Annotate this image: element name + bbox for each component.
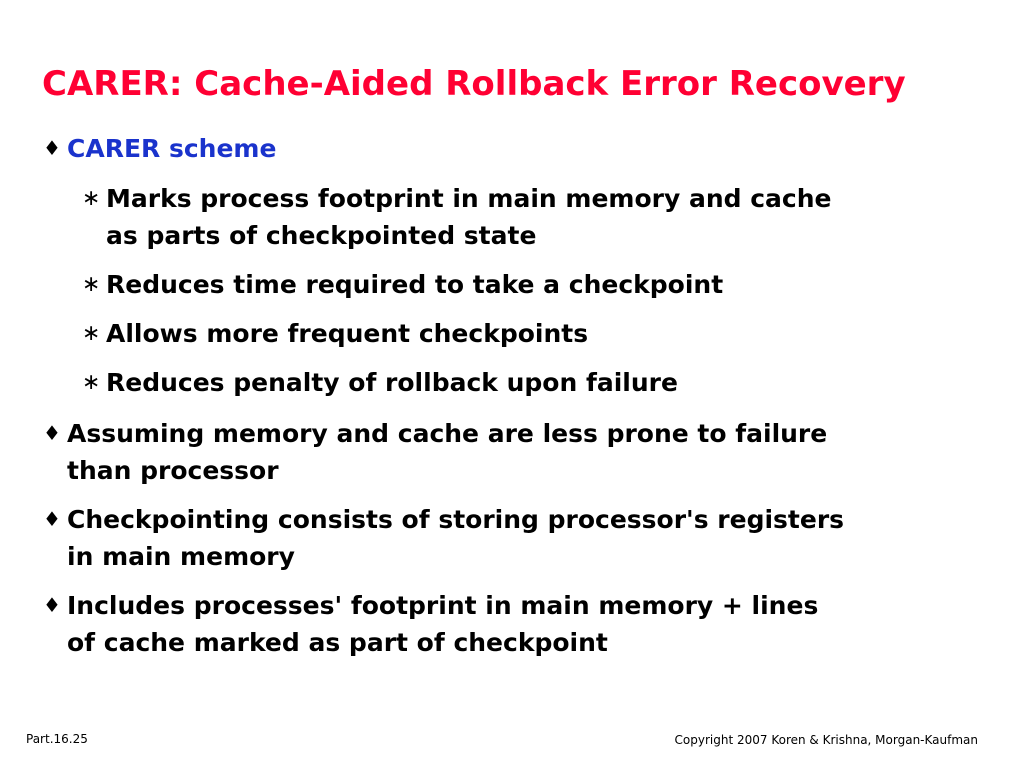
subbullet-text: Reduces penalty of rollback upon failure [106, 368, 678, 397]
subbullet-reduces-penalty: ∗ Reduces penalty of rollback upon failu… [82, 364, 678, 401]
asterisk-bullet-icon: ∗ [82, 321, 101, 346]
bullet-text-line-1: Assuming memory and cache are less prone… [67, 419, 828, 448]
bullet-text-line-1: Checkpointing consists of storing proces… [67, 505, 845, 534]
slide-title: CARER: Cache-Aided Rollback Error Recove… [42, 64, 906, 104]
bullet-carer-scheme: ♦ CARER scheme [43, 130, 277, 167]
bullet-assuming-memory: ♦ Assuming memory and cache are less pro… [43, 415, 828, 489]
subbullet-marks-footprint: ∗ Marks process footprint in main memory… [82, 180, 832, 254]
asterisk-bullet-icon: ∗ [82, 186, 101, 211]
diamond-bullet-icon: ♦ [43, 593, 61, 617]
subbullet-text-line-2: as parts of checkpointed state [106, 221, 537, 250]
copyright-notice: Copyright 2007 Koren & Krishna, Morgan-K… [674, 733, 978, 747]
bullet-text: CARER scheme [67, 134, 277, 163]
subbullet-text-line-1: Marks process footprint in main memory a… [106, 184, 832, 213]
bullet-checkpointing-consists: ♦ Checkpointing consists of storing proc… [43, 501, 845, 575]
bullet-text-line-2: of cache marked as part of checkpoint [67, 628, 608, 657]
bullet-text-line-2: in main memory [67, 542, 295, 571]
bullet-text-line-2: than processor [67, 456, 279, 485]
subbullet-text: Reduces time required to take a checkpoi… [106, 270, 724, 299]
diamond-bullet-icon: ♦ [43, 507, 61, 531]
diamond-bullet-icon: ♦ [43, 421, 61, 445]
subbullet-text: Allows more frequent checkpoints [106, 319, 589, 348]
diamond-bullet-icon: ♦ [43, 136, 61, 160]
bullet-includes-processes: ♦ Includes processes' footprint in main … [43, 587, 819, 661]
asterisk-bullet-icon: ∗ [82, 272, 101, 297]
asterisk-bullet-icon: ∗ [82, 370, 101, 395]
subbullet-reduces-time: ∗ Reduces time required to take a checkp… [82, 266, 724, 303]
bullet-text-line-1: Includes processes' footprint in main me… [67, 591, 819, 620]
page-number: Part.16.25 [26, 732, 88, 746]
subbullet-frequent-checkpoints: ∗ Allows more frequent checkpoints [82, 315, 589, 352]
